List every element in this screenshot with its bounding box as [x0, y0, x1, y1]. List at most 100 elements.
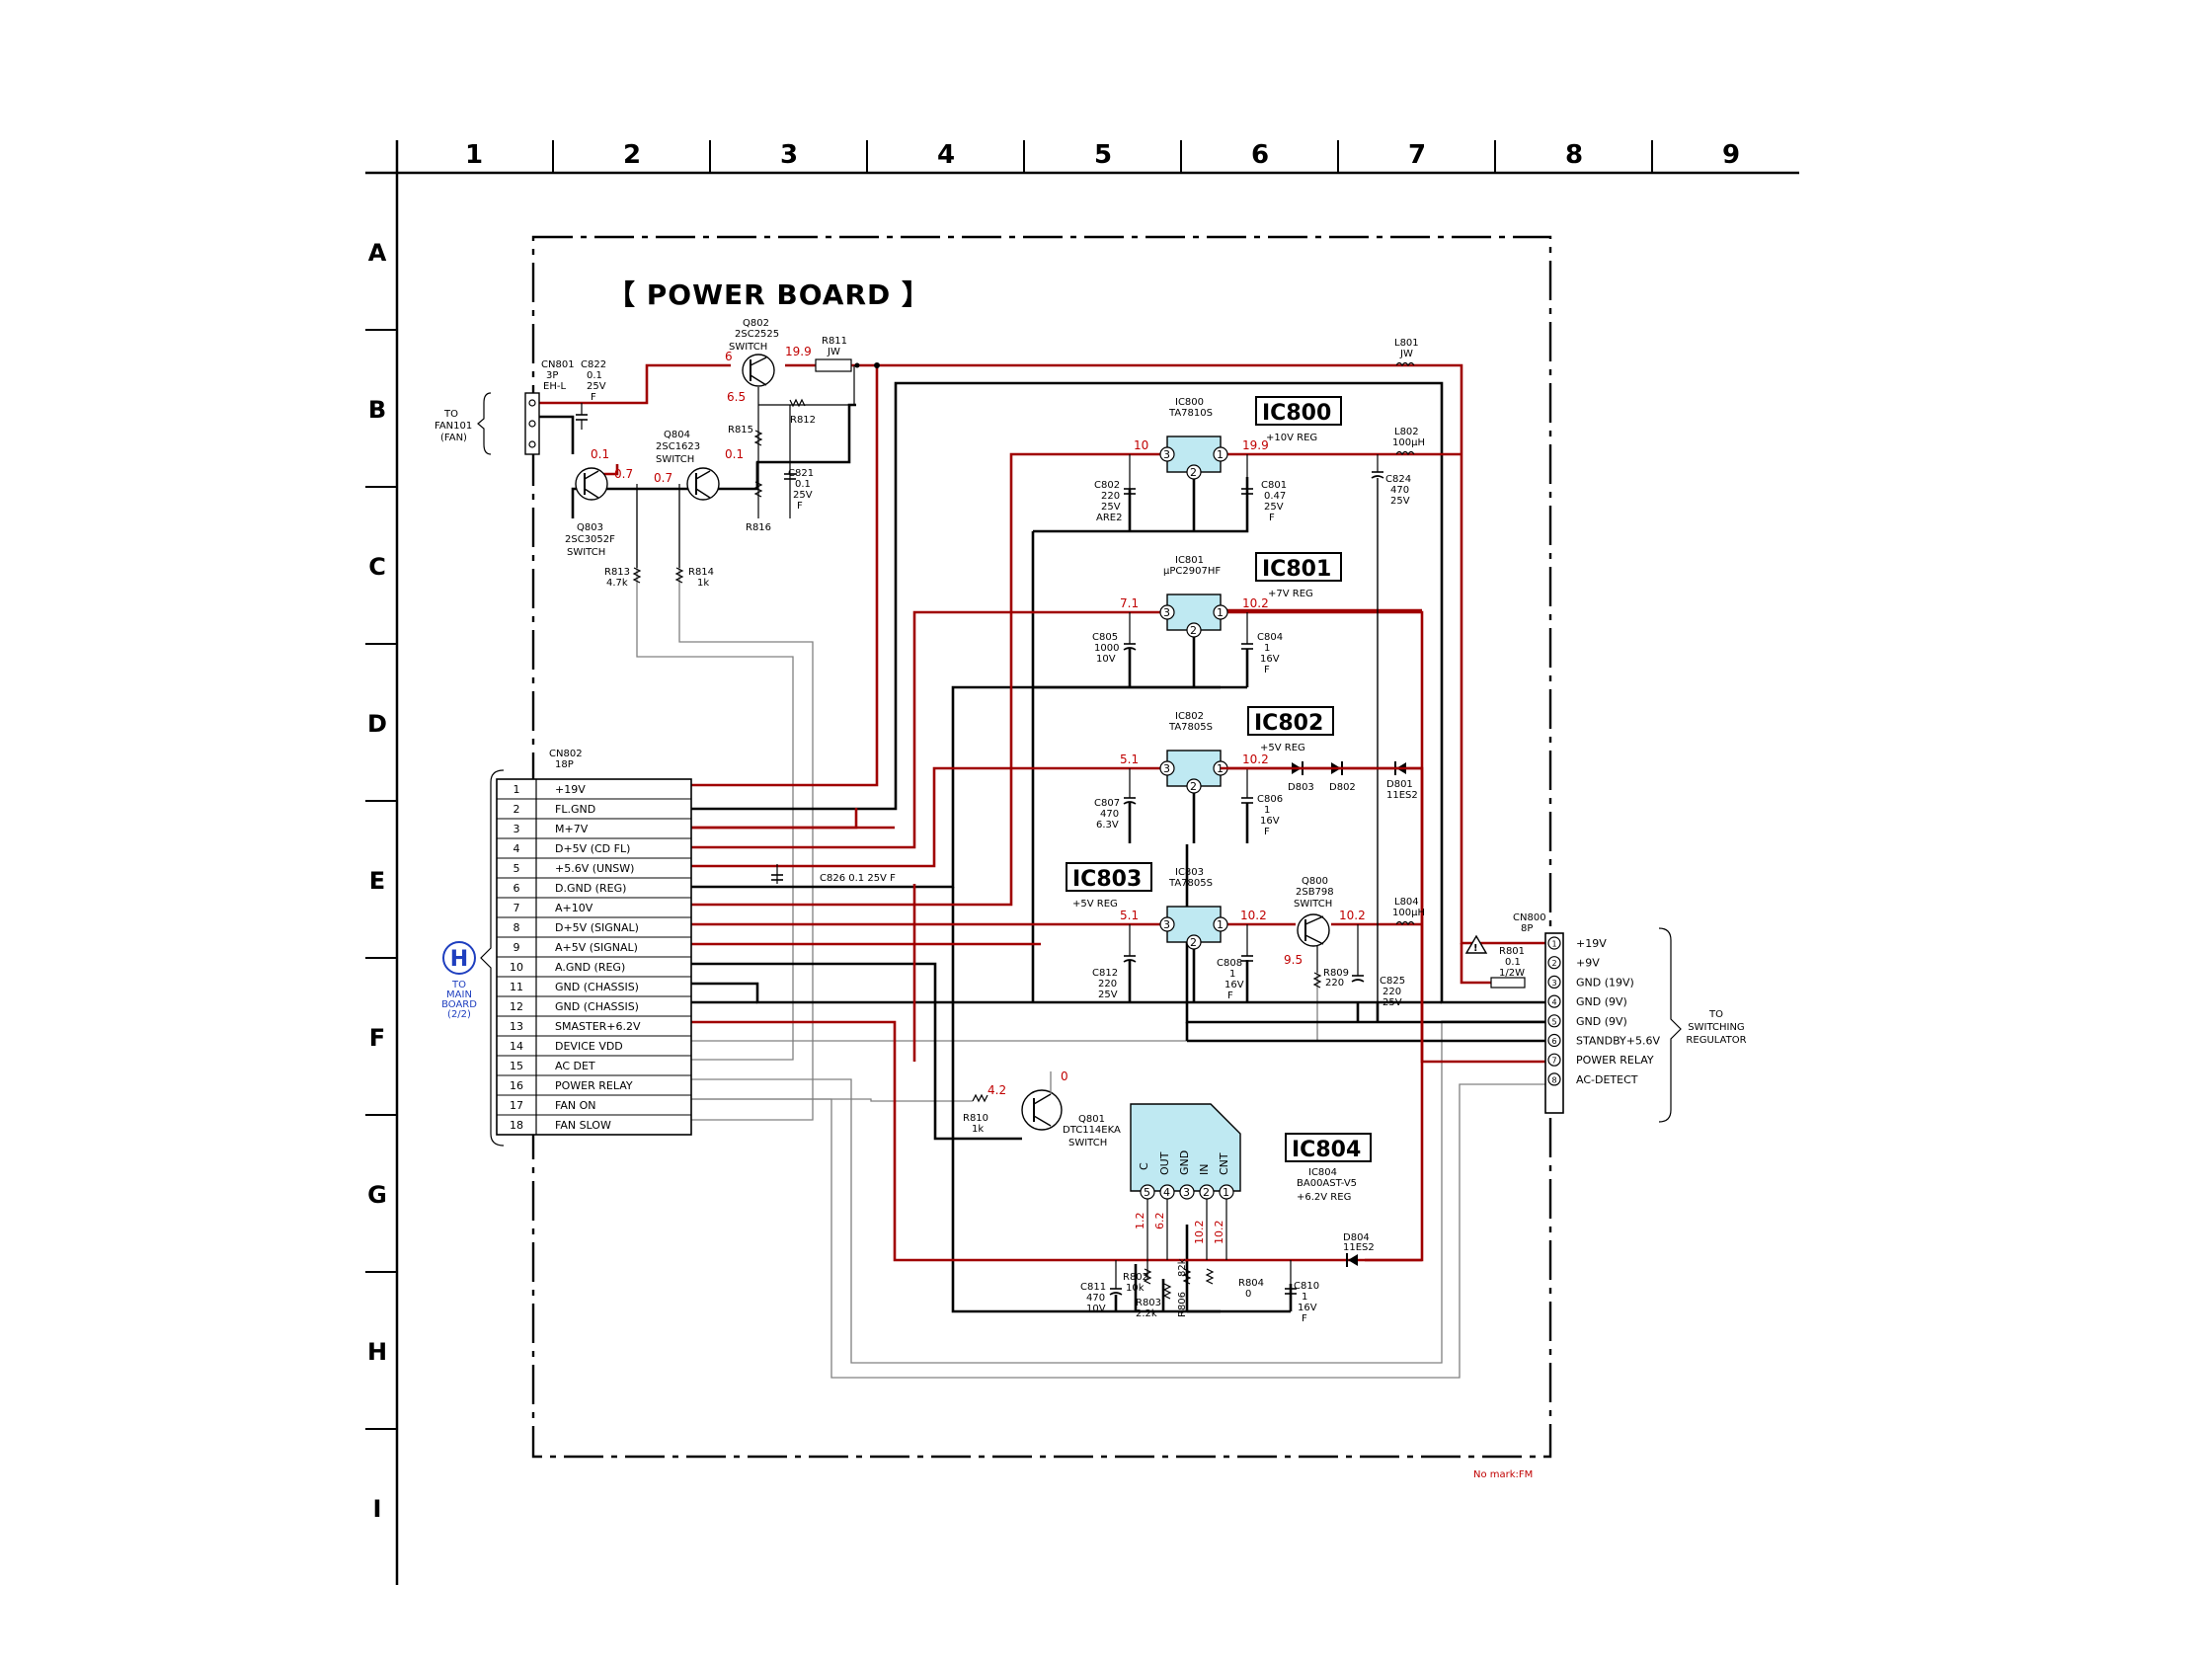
q804-transistor: Q804 2SC1623 SWITCH 0.1 0.7: [654, 430, 744, 501]
cn800-pin-circle: [1547, 956, 1561, 970]
c822-val: 0.1: [587, 370, 602, 381]
cn800-pin-circle: [1547, 975, 1561, 990]
cn802-pin-num: 16: [510, 1079, 523, 1092]
main-board-line2: MAIN: [446, 990, 472, 1000]
svg-text:!: !: [1473, 943, 1478, 954]
ic804-pin-c: C: [1138, 1162, 1150, 1170]
d801-ref: D801: [1386, 779, 1413, 790]
q804-part: 2SC1623: [656, 441, 700, 452]
cn800-type: 8P: [1521, 923, 1533, 934]
c806-volt: 16V: [1260, 816, 1280, 827]
ic802-vout: 5.1: [1120, 752, 1139, 766]
q802-part: 2SC2525: [735, 329, 779, 340]
c804-volt: 16V: [1260, 654, 1280, 665]
grid-row-f: F: [369, 1024, 385, 1052]
grid-frame: [365, 140, 1799, 1585]
cn802-type: 18P: [555, 759, 574, 770]
c812-ref: C812: [1092, 968, 1118, 979]
cn802-pin-num: 9: [514, 941, 520, 954]
ic800-part: TA7810S: [1168, 408, 1213, 419]
cn802-pin-name: AC DET: [555, 1060, 595, 1072]
c825-ref: C825: [1380, 976, 1405, 987]
ic801-regulator: 3 1 2 IC801 μPC2907HF IC801 +7V REG 7.1 …: [1120, 552, 1342, 687]
grid-row-g: G: [367, 1181, 387, 1209]
grid-col-7: 7: [1408, 140, 1426, 170]
c822-type: F: [591, 392, 596, 403]
ic804-pin-in: IN: [1198, 1164, 1211, 1175]
ic801-label: IC801: [1262, 557, 1331, 582]
grid-column-labels: 1 2 3 4 5 6 7 8 9: [465, 140, 1740, 170]
c825-volt: 25V: [1382, 997, 1402, 1008]
ic804-v-in: 10.2: [1193, 1221, 1206, 1245]
cn800-pin-name: GND (9V): [1576, 1015, 1627, 1028]
svg-text:3: 3: [1163, 606, 1170, 619]
cn800-pin-circle: [1547, 1014, 1561, 1028]
cn802-pin-num: 18: [510, 1119, 523, 1132]
cn801-ref: CN801: [541, 359, 575, 370]
c812-volt: 25V: [1098, 990, 1118, 1000]
c824-volt: 25V: [1390, 496, 1410, 507]
c810-type: F: [1302, 1313, 1307, 1324]
l802-val: 100μH: [1392, 437, 1425, 448]
ic804-v-cnt: 10.2: [1213, 1221, 1225, 1245]
q800-transistor: Q800 2SB798 SWITCH 10.2 9.5 R809 220 C82…: [1284, 876, 1425, 1008]
ic801-part: μPC2907HF: [1163, 566, 1221, 577]
cn802-pin-num: 2: [514, 803, 520, 816]
cn800-dest1: TO: [1708, 1009, 1723, 1020]
r801-val: 0.1: [1505, 957, 1521, 968]
cn800-dest3: REGULATOR: [1686, 1035, 1746, 1046]
cn802-pin-num: 7: [514, 902, 520, 914]
ic804-func: +6.2V REG: [1297, 1192, 1351, 1203]
ic801-vout: 7.1: [1120, 596, 1139, 610]
board-title: 【 POWER BOARD 】: [607, 278, 930, 311]
c822-ref: C822: [581, 359, 606, 370]
cn802-pin-num: 17: [510, 1099, 523, 1112]
grid-col-6: 6: [1251, 140, 1269, 170]
c806-val: 1: [1264, 805, 1270, 816]
footer-note: No mark:FM: [1473, 1469, 1533, 1480]
ic804-pin-gnd: GND: [1178, 1150, 1191, 1175]
cn800-ref: CN800: [1513, 912, 1546, 923]
cn800-dest2: SWITCHING: [1688, 1022, 1744, 1033]
ic804-pin-num-4: 4: [1163, 1186, 1170, 1199]
signal-wires: [636, 489, 1545, 1379]
ground-wires: [539, 381, 1545, 1313]
q803-transistor: 0.1 0.7 Q803 2SC3052F SWITCH: [565, 447, 633, 558]
q800-part: 2SB798: [1296, 887, 1334, 898]
c805-val: 1000: [1094, 643, 1119, 654]
q801-vc: 0: [1061, 1069, 1068, 1083]
ic804-pin-num-5: 5: [1144, 1186, 1150, 1199]
ic802-part: TA7805S: [1168, 722, 1213, 733]
cn802-pin-name: D+5V (CD FL): [555, 842, 630, 855]
r809-val: 220: [1325, 978, 1344, 989]
svg-text:3: 3: [1163, 918, 1170, 931]
cn801-dest-sub: (FAN): [440, 433, 467, 443]
cn800-pin-name: GND (19V): [1576, 976, 1634, 989]
cn802-pin-num: 1: [514, 783, 520, 796]
cn801-model: EH-L: [543, 381, 566, 392]
c802-val: 220: [1101, 491, 1120, 502]
grid-col-9: 9: [1722, 140, 1740, 170]
c808-ref: C808: [1217, 958, 1242, 969]
grid-row-i: I: [373, 1495, 382, 1523]
q801-transistor: 4.2 0 Q801 DTC114EKA SWITCH R810 1k: [963, 1069, 1121, 1148]
c801-ref: C801: [1261, 480, 1287, 491]
cn800-pin-name: +9V: [1576, 957, 1600, 970]
ic801-func: +7V REG: [1268, 589, 1313, 599]
c811-volt: 10V: [1086, 1304, 1106, 1314]
main-board-tag: H TO MAIN BOARD (2/2): [441, 941, 477, 1020]
q802-vc: 19.9: [785, 345, 812, 358]
cn802-ref: CN802: [549, 749, 583, 759]
c807-val: 470: [1100, 809, 1119, 820]
r813-r814: R813 4.7k R814 1k: [604, 484, 714, 589]
cn800-pin-name: AC-DETECT: [1576, 1073, 1638, 1086]
r802-val: 10k: [1126, 1283, 1145, 1294]
cn802-pin-name: SMASTER+6.2V: [555, 1020, 641, 1033]
r813-val: 4.7k: [606, 578, 628, 589]
c804-type: F: [1264, 665, 1270, 675]
c825-val: 220: [1382, 987, 1401, 997]
cn802-pin-name: FAN ON: [555, 1099, 595, 1112]
grid-col-2: 2: [623, 140, 641, 170]
cn802-pin-num: 14: [510, 1040, 523, 1053]
r810-val: 1k: [972, 1124, 984, 1135]
